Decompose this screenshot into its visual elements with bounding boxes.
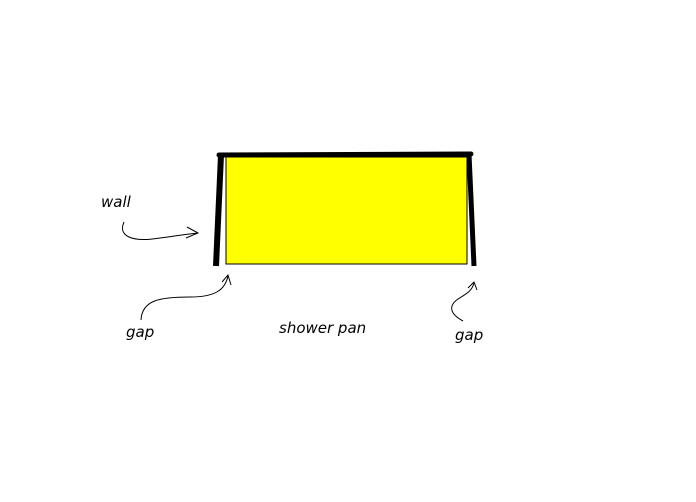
- shower-pan-shape: [225, 156, 468, 265]
- gap-left-label: gap: [126, 323, 155, 341]
- wall-label: wall: [101, 193, 131, 211]
- left-wall-line: [213, 154, 224, 267]
- gap-right-arrow: [451, 281, 478, 322]
- gap-right-label: gap: [455, 326, 484, 344]
- right-wall-line: [466, 153, 477, 267]
- gap-left-arrow: [140, 273, 232, 321]
- shower-pan-label: shower pan: [279, 319, 367, 337]
- wall-arrow: [122, 221, 200, 240]
- top-wall-line: [216, 151, 474, 158]
